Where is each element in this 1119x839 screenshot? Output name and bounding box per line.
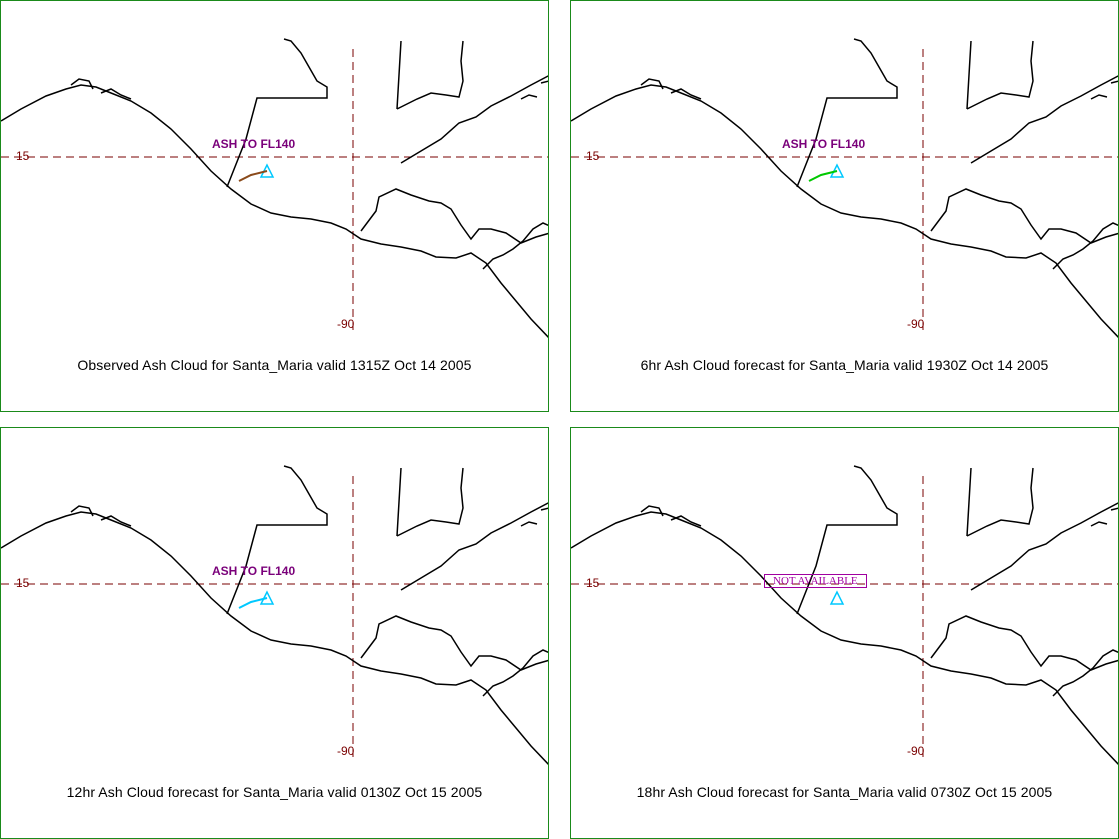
ash-height-label: ASH TO FL140 [212,564,296,578]
elsal-outline [360,188,548,244]
island3-outline [520,94,538,100]
latitude-label: 15 [586,576,600,590]
guat-outline [396,467,464,537]
mexico-outline [226,465,328,615]
island3-outline [1090,521,1108,527]
map-panel-12hr: 15 -90 ASH TO FL140 12hr Ash Cloud forecast… [0,427,549,839]
map-canvas [1,38,548,338]
elsal-outline [930,188,1118,244]
hond-outline [400,75,548,164]
island4-outline [540,507,548,511]
latitude-label: 15 [16,576,30,590]
nica-outline [482,649,548,697]
island4-outline [540,80,548,84]
coast-outline [571,84,1118,338]
panel-caption: Observed Ash Cloud for Santa_Maria valid… [77,357,472,373]
elsal-outline [930,615,1118,671]
island1-outline [70,505,94,517]
mexico-outline [796,38,898,188]
longitude-label: -90 [337,317,355,331]
not-available-label: NOT AVAILABLE [764,574,867,588]
latitude-label: 15 [16,149,30,163]
coast-outline [571,511,1118,765]
nica-outline [1052,222,1118,270]
island2-outline [100,515,132,527]
coast-outline [1,84,548,338]
island3-outline [1090,94,1108,100]
hond-outline [970,502,1118,591]
guat-outline [966,40,1034,110]
ash-plume [808,170,838,182]
longitude-label: -90 [337,744,355,758]
island2-outline [670,515,702,527]
ash-plume [238,597,268,609]
guat-outline [966,467,1034,537]
island2-outline [100,88,132,100]
island4-outline [1110,80,1118,84]
guat-outline [396,40,464,110]
ash-plume [238,170,268,182]
island4-outline [1110,507,1118,511]
map-canvas [1,465,548,765]
ash-height-label: ASH TO FL140 [212,137,296,151]
island2-outline [670,88,702,100]
hond-outline [400,502,548,591]
nica-outline [1052,649,1118,697]
hond-outline [970,75,1118,164]
latitude-label: 15 [586,149,600,163]
elsal-outline [360,615,548,671]
ash-height-label: ASH TO FL140 [782,137,866,151]
panel-caption: 6hr Ash Cloud forecast for Santa_Maria v… [640,357,1049,373]
panel-caption: 18hr Ash Cloud forecast for Santa_Maria … [636,784,1053,800]
island1-outline [640,78,664,90]
island1-outline [640,505,664,517]
longitude-label: -90 [907,744,925,758]
volcano-icon [829,590,845,605]
map-panel-18hr: 15 -90 NOT AVAILABLE 18hr Ash Cloud forecas… [570,427,1119,839]
mexico-outline [796,465,898,615]
map-panel-6hr: 15 -90 ASH TO FL140 6hr Ash Cloud forecast … [570,0,1119,412]
island3-outline [520,521,538,527]
coast-outline [1,511,548,765]
nica-outline [482,222,548,270]
island1-outline [70,78,94,90]
map-canvas [571,38,1118,338]
longitude-label: -90 [907,317,925,331]
map-canvas [571,465,1118,765]
mexico-outline [226,38,328,188]
panel-caption: 12hr Ash Cloud forecast for Santa_Maria … [66,784,483,800]
